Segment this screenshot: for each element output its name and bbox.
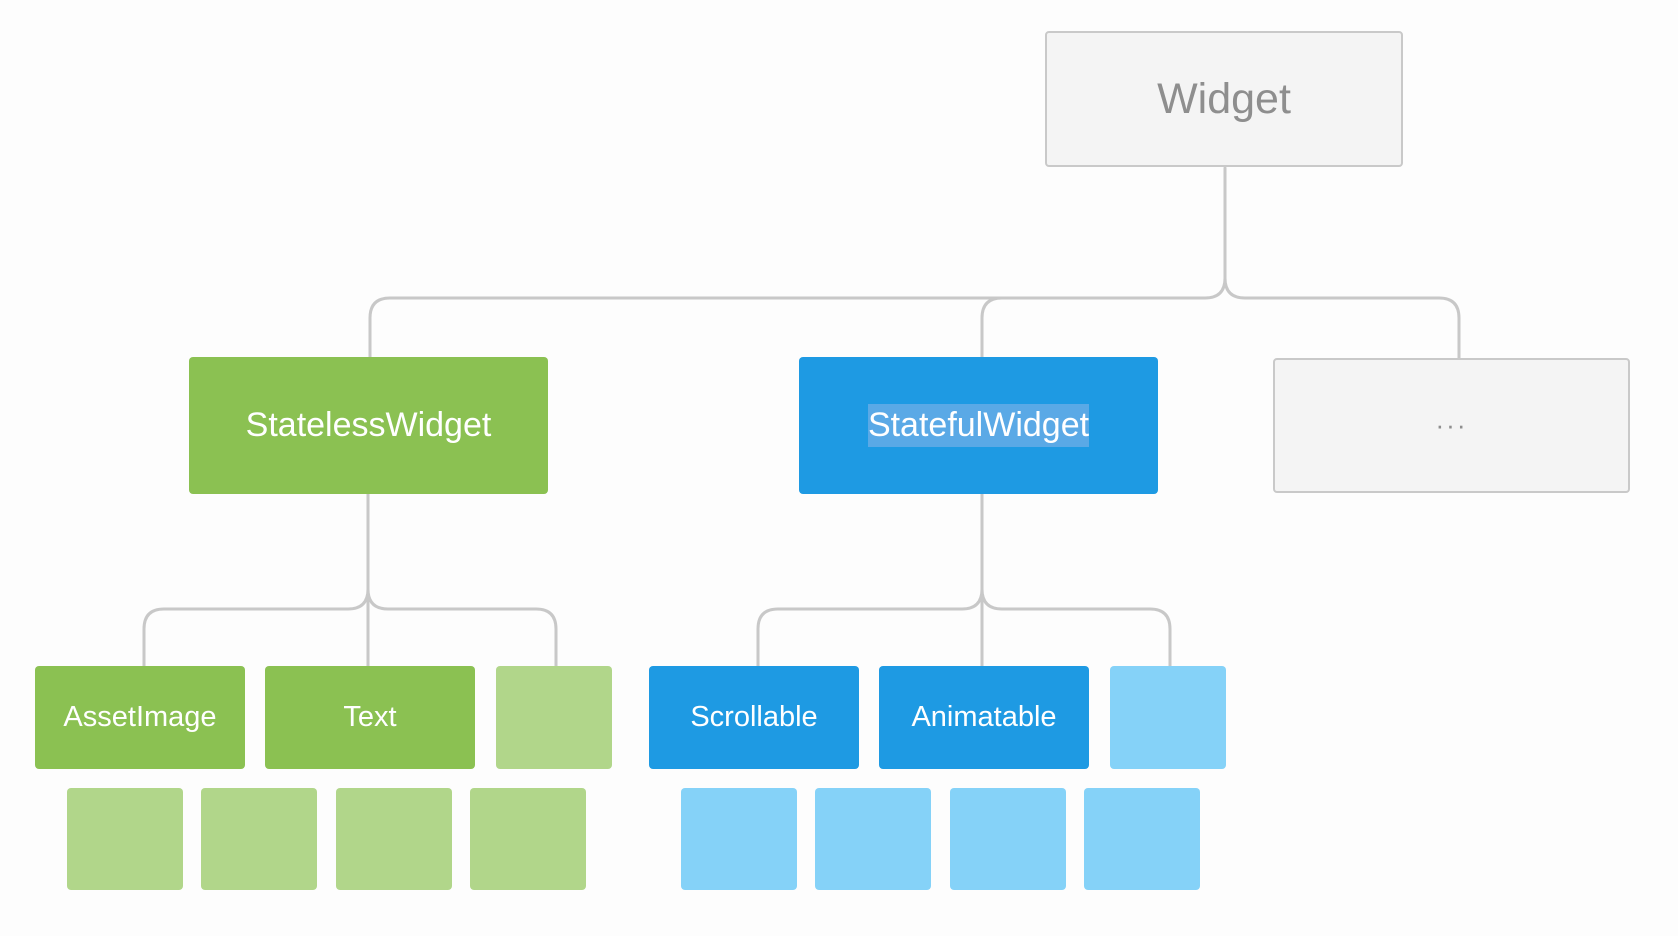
scrollable-node: Scrollable bbox=[649, 666, 859, 769]
stateless-leaf-box bbox=[336, 788, 452, 890]
widget-node: Widget bbox=[1045, 31, 1403, 167]
more-widgets-node: ··· bbox=[1273, 358, 1630, 493]
text-node: Text bbox=[265, 666, 475, 769]
animatable-node: Animatable bbox=[879, 666, 1089, 769]
widget-label: Widget bbox=[1157, 74, 1291, 123]
text-label: Text bbox=[343, 701, 397, 733]
stateful-widget-node: StatefulWidget bbox=[799, 357, 1158, 494]
more-widgets-label: ··· bbox=[1435, 410, 1468, 440]
stateless-widget-node: StatelessWidget bbox=[189, 357, 548, 494]
scrollable-label: Scrollable bbox=[690, 701, 818, 733]
stateless-widget-label: StatelessWidget bbox=[245, 406, 492, 444]
connector-stateless-left bbox=[142, 587, 370, 669]
stateless-leaf-box bbox=[67, 788, 183, 890]
connector-widget-right bbox=[1223, 276, 1461, 360]
stateless-leaf-box bbox=[470, 788, 586, 890]
stateful-leaf-box bbox=[950, 788, 1066, 890]
connector-stateful-left bbox=[756, 587, 984, 669]
connector-widget-stateful bbox=[980, 296, 1004, 360]
stateful-leaf-box bbox=[681, 788, 797, 890]
stateful-leaf-box bbox=[815, 788, 931, 890]
stateful-widget-label: StatefulWidget bbox=[867, 404, 1090, 447]
stateful-more-node bbox=[1110, 666, 1226, 769]
stateless-leaf-box bbox=[201, 788, 317, 890]
connector-stateless-right bbox=[366, 587, 558, 669]
connector-widget-trunk bbox=[368, 166, 1227, 360]
animatable-label: Animatable bbox=[911, 701, 1057, 733]
asset-image-node: AssetImage bbox=[35, 666, 245, 769]
asset-image-label: AssetImage bbox=[63, 701, 217, 733]
connector-stateful-right bbox=[980, 587, 1172, 669]
stateful-leaf-box bbox=[1084, 788, 1200, 890]
stateless-more-node bbox=[496, 666, 612, 769]
